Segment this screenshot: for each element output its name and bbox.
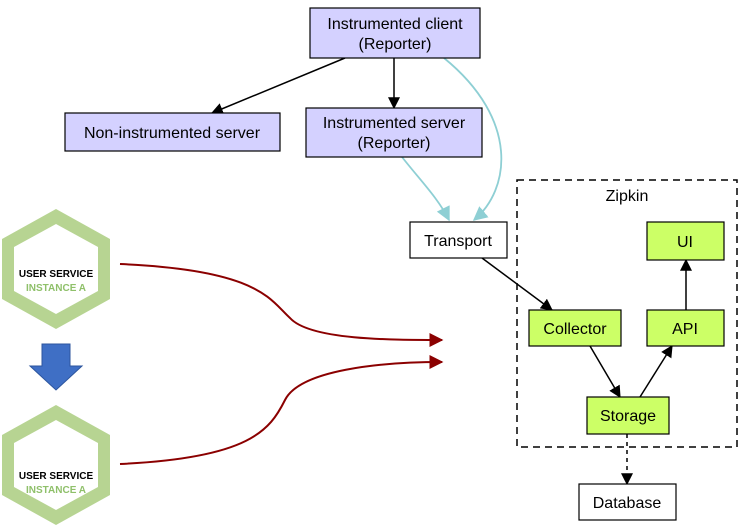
hexagon-icon: USER SERVICE INSTANCE A [2,405,110,525]
down-arrow-icon [28,343,84,391]
node-instrumented-client: Instrumented client (Reporter) [309,7,481,59]
edge-collector-to-storage [589,345,621,399]
instrumented-server-sublabel: (Reporter) [358,135,431,152]
service-a-subtitle: INSTANCE A [26,283,86,294]
service-b-subtitle: INSTANCE A [26,485,86,496]
edge-storage-to-api [639,344,673,398]
ui-label: UI [677,234,693,251]
transport-label: Transport [424,233,492,250]
node-instrumented-server: Instrumented server (Reporter) [305,107,483,158]
node-storage: Storage [586,396,670,435]
instrumented-client-label: Instrumented client [327,16,463,33]
database-label: Database [593,495,662,512]
hexagon-icon: USER SERVICE INSTANCE A [2,209,110,329]
zipkin-boundary [516,179,738,448]
edge-transport-to-collector [481,257,553,311]
node-ui: UI [646,221,725,261]
zipkin-label: Zipkin [606,188,649,205]
node-non-instrumented-server: Non-instrumented server [64,112,281,152]
service-a-title: USER SERVICE [19,269,94,280]
node-transport: Transport [409,221,508,259]
edge-service-a-curve [119,263,444,347]
edge-client-to-transport [443,57,503,221]
node-api: API [646,309,725,347]
service-b-title: USER SERVICE [19,471,94,482]
api-label: API [672,321,698,338]
instrumented-server-label: Instrumented server [323,115,466,132]
edge-service-b-curve [119,355,444,465]
node-collector: Collector [528,309,622,347]
node-database: Database [578,483,677,521]
edge-instrumented-server-to-transport [401,156,450,222]
instrumented-client-sublabel: (Reporter) [359,36,432,53]
non-instrumented-server-label: Non-instrumented server [84,125,261,142]
storage-label: Storage [600,408,656,425]
edge-client-to-noninstrumented [210,57,346,115]
collector-label: Collector [543,321,607,338]
